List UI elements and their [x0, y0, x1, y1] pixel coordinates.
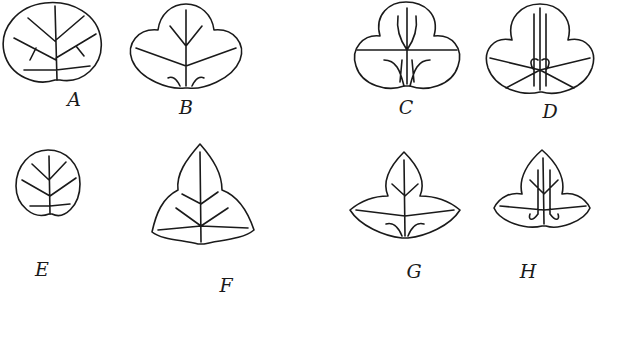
- leaf-letter: E: [35, 260, 49, 279]
- leaf-letter: F: [219, 276, 232, 295]
- leaf-letter: G: [406, 262, 421, 281]
- leaf-letter: D: [542, 102, 557, 121]
- leaf-d: [486, 4, 593, 93]
- leaf-g: [350, 152, 460, 238]
- leaf-e: [16, 150, 80, 215]
- leaf-c: [355, 2, 460, 88]
- leaf-letter: A: [67, 90, 81, 109]
- leaf-a: [3, 3, 101, 82]
- leaf-letter: B: [179, 98, 193, 117]
- leaf-letter: C: [399, 98, 414, 117]
- leaf-letter: H: [520, 262, 537, 281]
- leaf-f: [152, 144, 254, 244]
- leaf-b: [130, 4, 241, 88]
- leaf-h: [494, 150, 590, 227]
